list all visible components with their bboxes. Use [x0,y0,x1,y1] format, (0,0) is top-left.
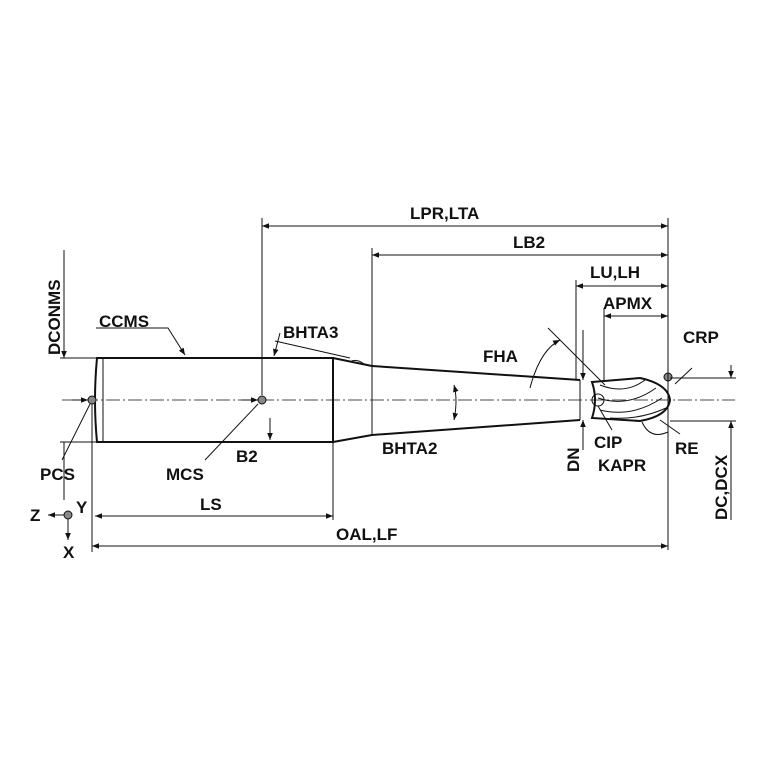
mcs-leader [204,403,259,461]
transition-taper [332,357,373,443]
re-leader [659,419,681,435]
kapr-arc [641,421,669,435]
dimension-lines [61,223,734,549]
label-re: RE [675,439,699,458]
leader-lines [61,327,693,461]
bhta3-arc [349,359,365,365]
label-lpr-lta: LPR,LTA [410,204,479,223]
crp-leader [674,367,693,385]
label-mcs: MCS [166,465,204,484]
label-bhta2: BHTA2 [382,439,437,458]
label-lb2: LB2 [513,233,545,252]
bhta2-arc [452,384,459,421]
label-dn: DN [564,447,583,472]
pcs-point [87,395,97,405]
label-oal-lf: OAL,LF [336,525,397,544]
axis-origin-point [63,510,73,520]
mcs-point [257,395,267,405]
flute-helix-1 [599,379,646,390]
ccms-leader [96,327,186,356]
label-ls: LS [200,495,222,514]
shank [94,357,334,443]
label-dconms: DCONMS [45,279,64,355]
bhta3-reference [274,340,351,359]
label-apmx: APMX [603,294,653,313]
flute-helix-2 [597,387,657,402]
label-axis-x: X [63,543,75,562]
extension-lines [60,218,736,552]
label-pcs: PCS [40,465,75,484]
bhta3-leader [273,332,281,357]
flute-body [590,376,672,423]
label-bhta3: BHTA3 [283,323,338,342]
pcs-leader [61,403,91,461]
cip-leader [597,405,613,431]
flute-helix-4 [609,407,667,419]
label-dc-dcx: DC,DCX [712,454,731,520]
neck [371,365,581,436]
label-crp: CRP [683,328,719,347]
label-b2: B2 [236,447,258,466]
label-axis-y: Y [76,498,88,517]
label-kapr: KAPR [598,456,646,475]
label-cip: CIP [594,433,622,452]
axis-indicator [48,512,71,540]
label-lu-lh: LU,LH [590,263,640,282]
label-axis-z: Z [30,506,40,525]
flute-helix-3 [599,397,663,413]
label-fha: FHA [483,347,518,366]
label-ccms: CCMS [99,312,149,331]
tool-outline [94,357,672,443]
fha-arc [529,339,561,389]
fha-reference [547,327,606,386]
